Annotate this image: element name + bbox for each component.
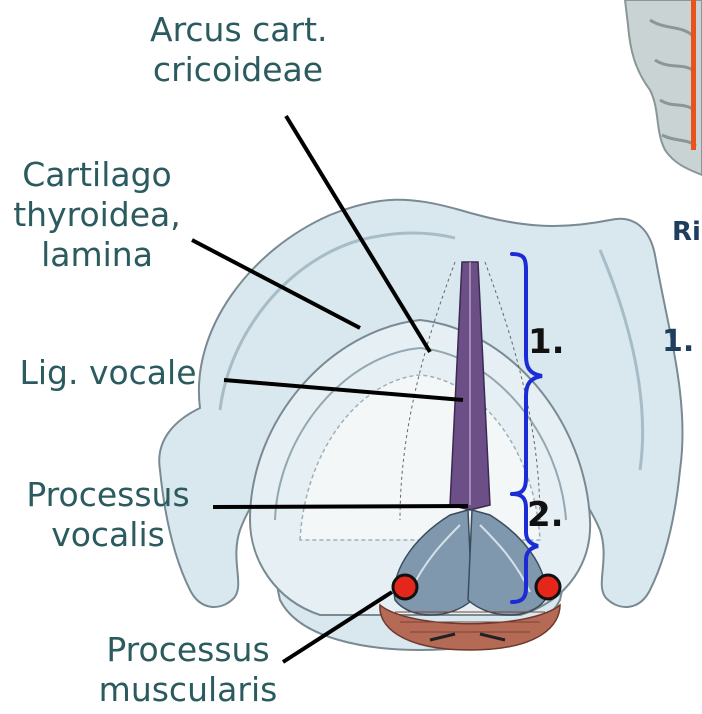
inset-larynx-image	[625, 0, 702, 175]
pointer-proc-vocalis	[213, 506, 468, 507]
label-processus-muscularis: Processus muscularis	[90, 630, 286, 710]
inset-red-line	[691, 0, 696, 150]
side-text-ri: Ri	[672, 212, 701, 252]
label-line: Processus	[90, 630, 286, 670]
label-line: muscularis	[90, 670, 286, 710]
marker-left	[393, 575, 417, 599]
label-cartilago-thyroidea: Cartilago thyroidea, lamina	[2, 155, 192, 275]
marker-right	[536, 575, 560, 599]
label-line: Arcus cart.	[150, 10, 326, 50]
label-line: cricoideae	[150, 50, 326, 90]
label-line: lamina	[2, 235, 192, 275]
label-processus-vocalis: Processus vocalis	[10, 475, 206, 555]
side-text-one: 1.	[662, 322, 694, 362]
label-line: Cartilago	[2, 155, 192, 195]
segment-label-2: 2.	[527, 495, 564, 535]
label-line: vocalis	[10, 515, 206, 555]
segment-label-1: 1.	[528, 322, 565, 362]
label-line: thyroidea,	[2, 195, 192, 235]
label-arcus-cart-cricoideae: Arcus cart. cricoideae	[150, 10, 326, 90]
label-line: Processus	[10, 475, 206, 515]
label-lig-vocale: Lig. vocale	[8, 353, 208, 393]
